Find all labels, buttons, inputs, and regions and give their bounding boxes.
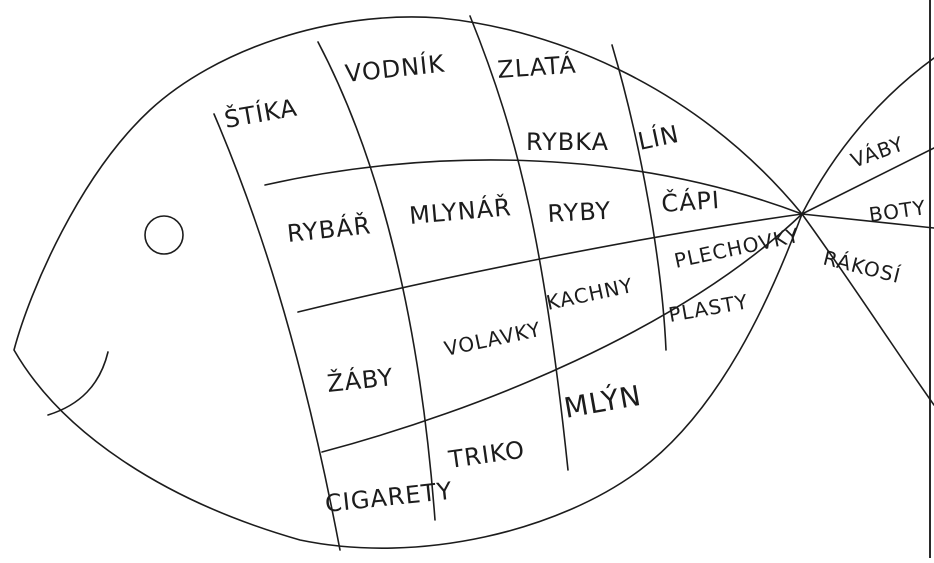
word-triko: TRIKO [446, 436, 527, 475]
section-divider-2 [470, 16, 568, 470]
word-plasty: PLASTY [667, 289, 750, 327]
word-volavky: VOLAVKY [442, 317, 543, 361]
word-rakosi: RÁKOSÍ [821, 246, 904, 288]
word-mlyn: MLÝN [561, 378, 644, 425]
word-vodnik: VODNÍK [344, 49, 447, 88]
word-zlata: ZLATÁ [496, 50, 577, 84]
gill-line [214, 114, 340, 550]
word-mlynar: MLYNÁŘ [408, 192, 513, 230]
word-zaby: ŽÁBY [326, 362, 395, 398]
word-boty: BOTY [867, 195, 927, 227]
word-capi: ČÁPI [660, 184, 721, 218]
word-stika: ŠTÍKA [222, 92, 300, 134]
word-rybka: RYBKA [526, 128, 609, 156]
fish-eye-icon [145, 216, 183, 254]
tail-lower-fin [802, 214, 934, 405]
fish-body-outline [14, 17, 802, 548]
tail-upper-fin [802, 58, 934, 214]
word-kachny: KACHNY [544, 273, 635, 315]
word-rybar: RYBÁŘ [286, 210, 373, 248]
section-line-1 [265, 160, 802, 214]
word-lin-top: LÍN [635, 119, 682, 156]
word-ryby: RYBY [547, 197, 612, 228]
